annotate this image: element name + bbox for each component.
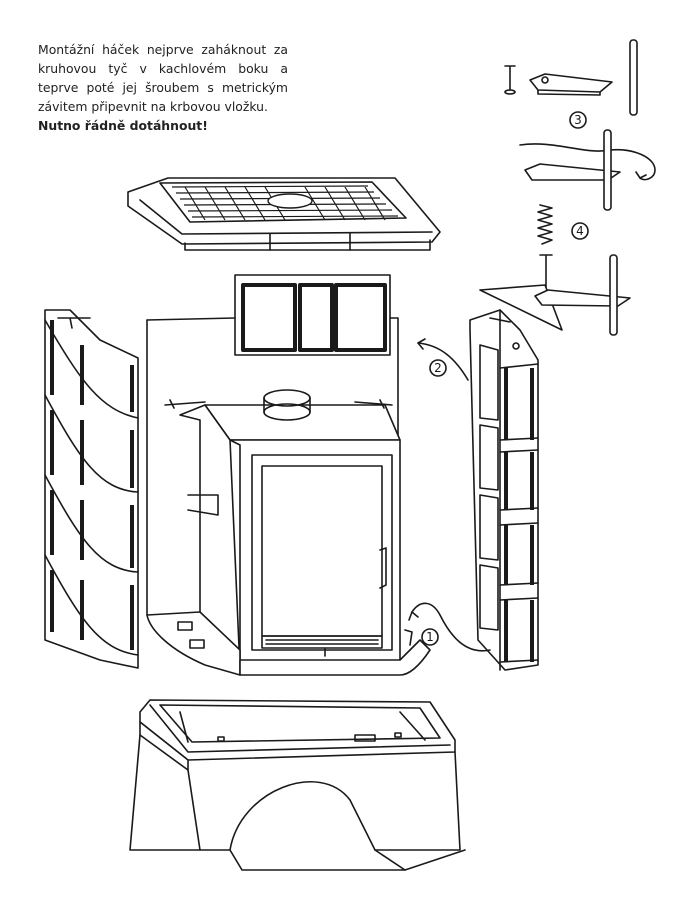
svg-text:3: 3	[574, 113, 582, 127]
pedestal-base	[129, 699, 466, 871]
top-plate	[127, 177, 441, 251]
right-tile-side	[469, 309, 539, 671]
instruction-text: Montážní háček nejprve zaháknout za kruh…	[38, 42, 288, 114]
step-marker-3: 3	[569, 111, 587, 129]
svg-text:2: 2	[434, 361, 442, 375]
hearth-plate	[146, 611, 431, 676]
step-marker-1: 1	[421, 628, 439, 646]
svg-text:1: 1	[426, 630, 434, 644]
instructions: Montážní háček nejprve zaháknout za kruh…	[38, 40, 288, 135]
spring-icon	[537, 204, 553, 245]
hook-detail-assembled	[519, 129, 656, 211]
instruction-warning: Nutno řádně dotáhnout!	[38, 118, 208, 133]
hook-detail-parts	[504, 39, 638, 116]
back-panel	[146, 317, 399, 616]
svg-text:4: 4	[576, 224, 584, 238]
step-arrows	[408, 338, 491, 652]
step-marker-4: 4	[571, 222, 589, 240]
step-marker-2: 2	[429, 359, 447, 377]
fireplace-insert	[164, 389, 401, 671]
hook-detail-bolted	[479, 254, 631, 336]
upper-tile-panel	[234, 274, 391, 356]
left-tile-side	[44, 309, 139, 669]
